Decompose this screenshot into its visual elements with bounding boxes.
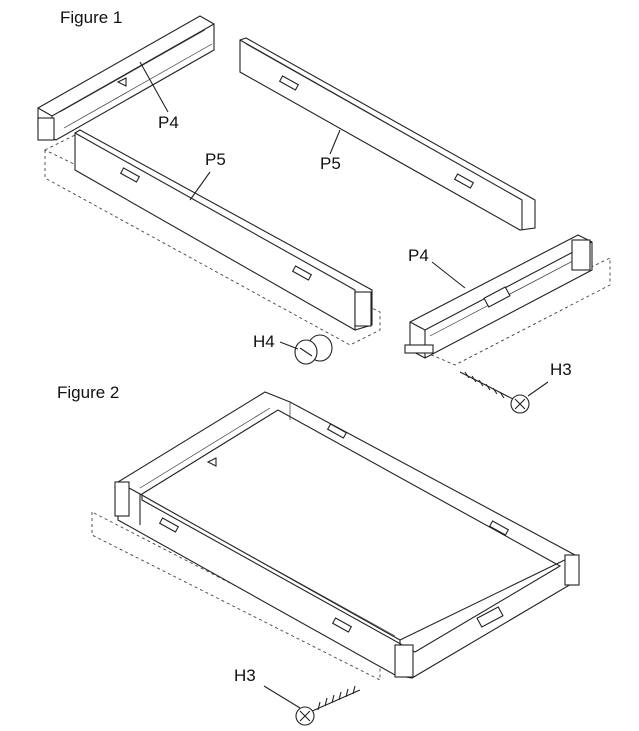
label-h3-fig1: H3 <box>550 360 572 379</box>
h3-screw-fig2 <box>263 685 361 726</box>
h3-screw-fig1 <box>459 371 549 414</box>
label-p5-left: P5 <box>205 150 226 169</box>
h4-cam-lock <box>279 334 333 365</box>
label-h4: H4 <box>253 332 275 351</box>
part-p4-top-rail <box>37 15 215 141</box>
assembled-frame <box>91 391 580 681</box>
label-p4-top: P4 <box>158 113 179 132</box>
part-p4-right-rail <box>404 234 593 359</box>
figure-2-title: Figure 2 <box>57 383 120 402</box>
figure-1-title: Figure 1 <box>60 8 123 27</box>
part-p5-left-board <box>74 129 373 331</box>
part-p5-right-board <box>239 37 536 231</box>
label-p4-right: P4 <box>408 246 429 265</box>
label-h3-fig2: H3 <box>234 666 256 685</box>
label-p5-right: P5 <box>320 154 341 173</box>
